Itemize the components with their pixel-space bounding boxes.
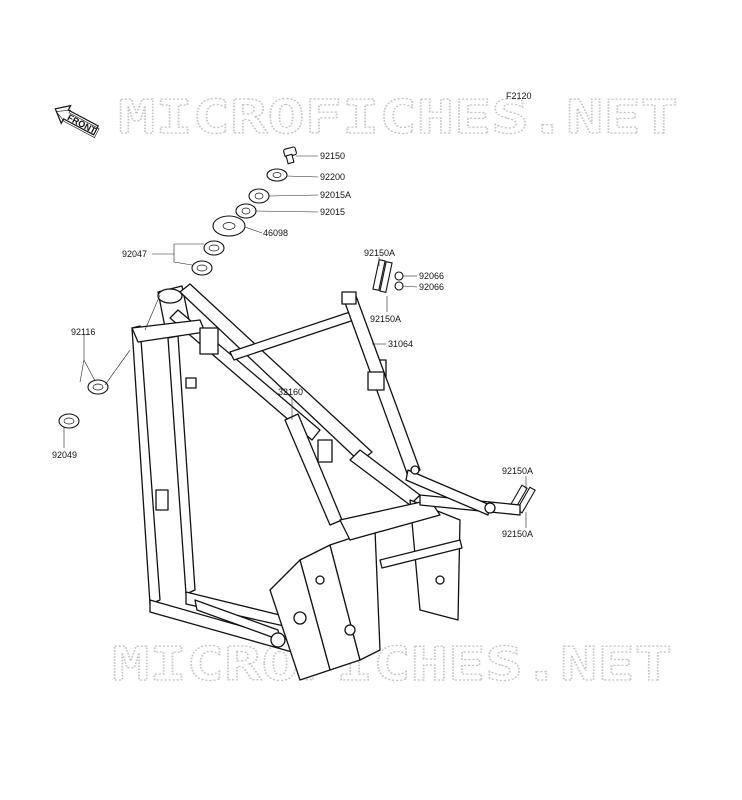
washer-92200: [266, 168, 288, 182]
part-label-92015A: 92015A: [320, 190, 351, 200]
bolt-pair-upper: [372, 259, 404, 293]
nut-92015A: [248, 188, 270, 204]
part-label-92150A-3: 92150A: [502, 466, 533, 476]
watermark-bottom: MICROFICHES.NET: [112, 637, 672, 691]
watermark-top: MICROFICHES.NET: [118, 90, 678, 144]
part-label-46098: 46098: [263, 228, 288, 238]
front-label: FRONT: [66, 112, 99, 136]
cover-46098: [212, 215, 246, 237]
part-label-92150A-4: 92150A: [502, 529, 533, 539]
front-arrow-icon: FRONT: [54, 104, 100, 138]
bearing-race-upper: [191, 260, 213, 276]
part-label-92200: 92200: [320, 172, 345, 182]
main-frame-32160: [131, 283, 521, 681]
steering-stem-bolt: [283, 146, 297, 165]
part-label-92150A-2: 92150A: [370, 314, 401, 324]
bearing-lower: [87, 379, 109, 395]
seal-92049: [58, 413, 80, 429]
part-label-92015: 92015: [320, 207, 345, 217]
nut-92015: [235, 203, 257, 219]
part-labels: 92150 92200 92015A 92015 46098 92047 921…: [52, 151, 533, 539]
part-label-92116: 92116: [71, 327, 95, 337]
part-label-92150: 92150: [320, 151, 345, 161]
part-label-92047: 92047: [122, 249, 147, 259]
figure-code: F2120: [506, 91, 532, 101]
upper-cross-shaft: [229, 311, 355, 361]
right-frame-31064: [341, 291, 496, 516]
part-label-32160: 32160: [278, 387, 303, 397]
part-label-92066-1: 92066: [419, 271, 444, 281]
part-label-92150A-1: 92150A: [364, 248, 395, 258]
part-label-31064: 31064: [388, 339, 413, 349]
part-label-92066-2: 92066: [419, 282, 444, 292]
part-label-92049: 92049: [52, 450, 77, 460]
bearing-upper: [203, 240, 225, 256]
leader-lines: [63, 155, 527, 528]
